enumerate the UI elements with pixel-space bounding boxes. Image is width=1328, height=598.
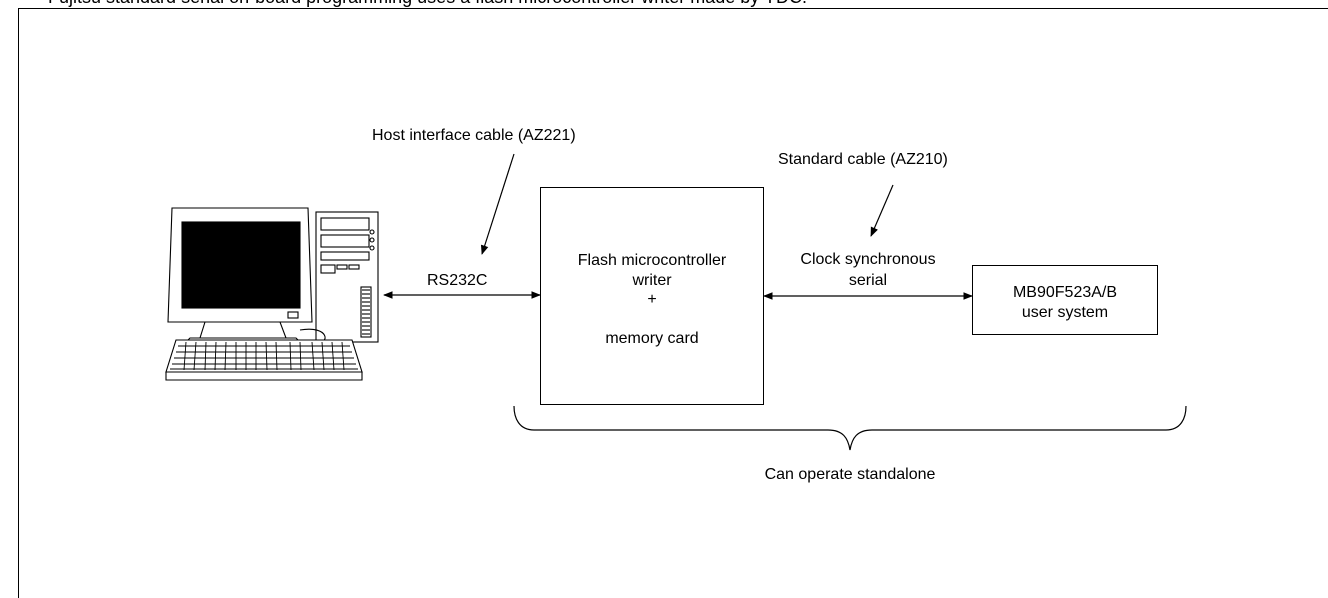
keyboard-keys [170, 341, 358, 371]
user-system-line2: user system [1021, 304, 1109, 321]
host-cable-label: Host interface cable (AZ221) [372, 127, 576, 144]
writer-box-line3: + [647, 291, 657, 308]
standalone-label: Can operate standalone [764, 466, 936, 483]
header-caption: Fujitsu standard serial on-board program… [48, 0, 807, 8]
personal-computer-icon [165, 207, 379, 381]
rs232c-label: RS232C [427, 272, 488, 289]
clock-sync-label-line1: Clock synchronous [800, 251, 936, 268]
figure-frame [18, 8, 1328, 598]
standard-cable-pointer [870, 184, 894, 237]
writer-box [540, 187, 764, 405]
writer-box-line1: Flash microcontroller [577, 252, 727, 269]
writer-box-line2: writer [632, 272, 672, 289]
clock-sync-label-line2: serial [848, 272, 888, 289]
standalone-brace [513, 405, 1187, 451]
user-system-box [972, 265, 1158, 335]
connection-diagram [165, 153, 1187, 451]
writer-box-line4: memory card [605, 330, 699, 347]
standard-cable-label: Standard cable (AZ210) [778, 151, 948, 168]
host-cable-pointer [480, 153, 515, 255]
user-system-line1: MB90F523A/B [1012, 284, 1118, 301]
tower-vent-grille [360, 286, 372, 338]
